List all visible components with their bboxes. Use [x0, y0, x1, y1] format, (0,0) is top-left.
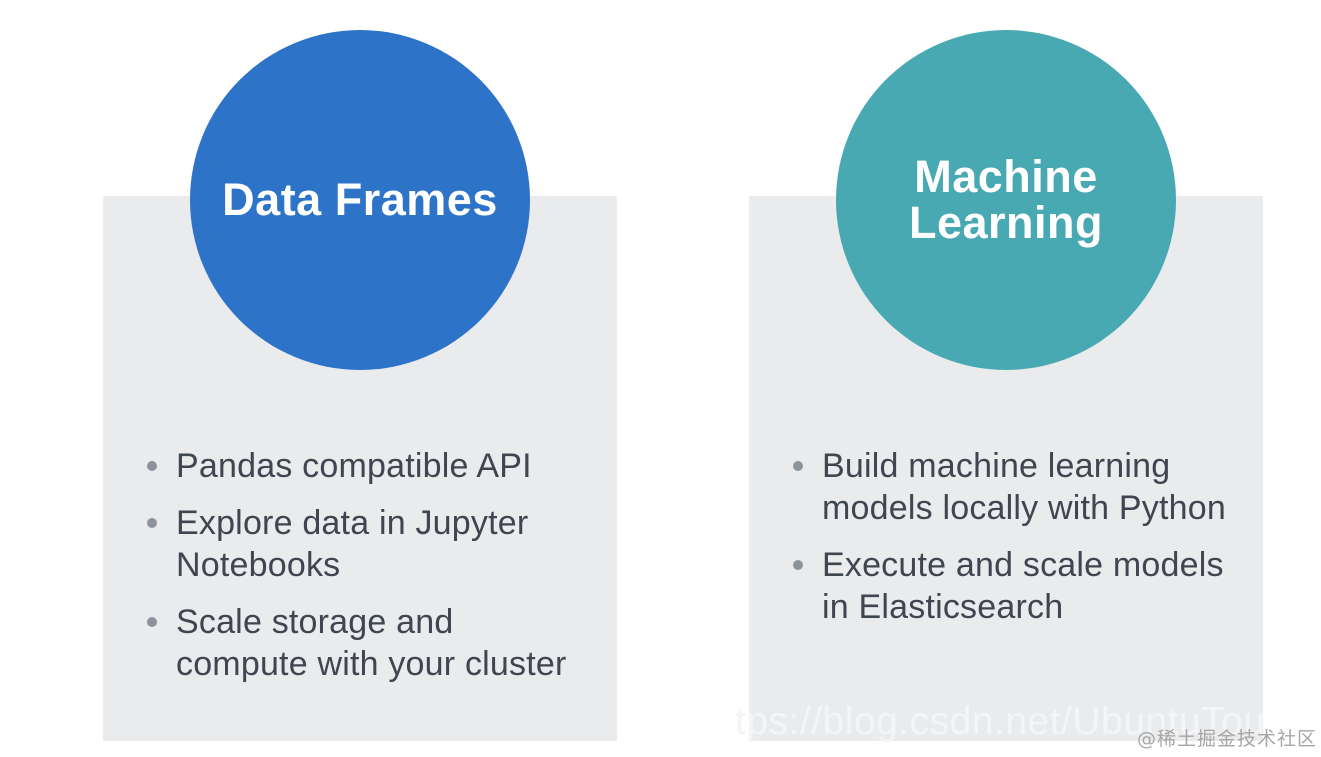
- bullet-dot-icon: [793, 461, 803, 471]
- machine-learning-card: Machine Learning Build machine learning …: [749, 30, 1263, 741]
- bullet-text: Build machine learning models locally wi…: [822, 447, 1226, 527]
- list-item: Pandas compatible API: [147, 445, 589, 487]
- list-item: Execute and scale models in Elasticsearc…: [793, 544, 1235, 628]
- data-frames-card: Data Frames Pandas compatible API Explor…: [103, 30, 617, 741]
- bullet-dot-icon: [793, 560, 803, 570]
- bullet-dot-icon: [147, 518, 157, 528]
- list-item: Explore data in Jupyter Notebooks: [147, 502, 589, 586]
- data-frames-circle: Data Frames: [190, 30, 530, 370]
- bullet-dot-icon: [147, 461, 157, 471]
- watermark-credit: @稀土掘金技术社区: [1136, 728, 1317, 750]
- bullet-text: Pandas compatible API: [176, 447, 532, 485]
- data-frames-bullet-list: Pandas compatible API Explore data in Ju…: [103, 445, 617, 700]
- machine-learning-circle: Machine Learning: [836, 30, 1176, 370]
- data-frames-title: Data Frames: [222, 174, 498, 225]
- bullet-text: Execute and scale models in Elasticsearc…: [822, 546, 1224, 626]
- machine-learning-bullet-list: Build machine learning models locally wi…: [749, 445, 1263, 643]
- list-item: Scale storage and compute with your clus…: [147, 601, 589, 685]
- bullet-text: Explore data in Jupyter Notebooks: [176, 504, 529, 584]
- bullet-dot-icon: [147, 617, 157, 627]
- list-item: Build machine learning models locally wi…: [793, 445, 1235, 529]
- machine-learning-title: Machine Learning: [908, 151, 1104, 248]
- bullet-text: Scale storage and compute with your clus…: [176, 603, 567, 683]
